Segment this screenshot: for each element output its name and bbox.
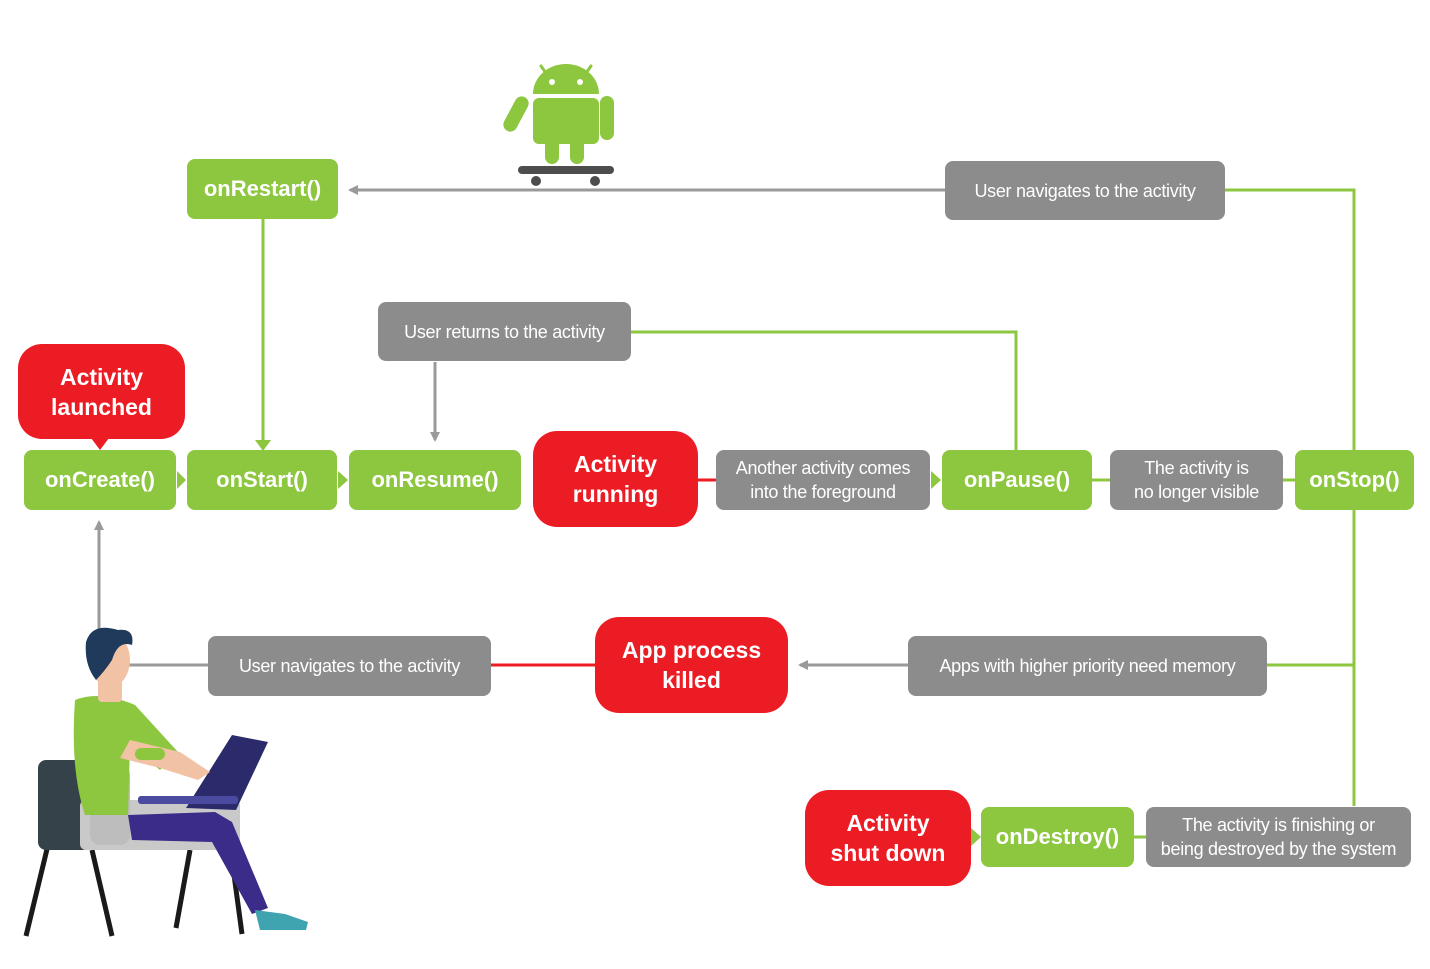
ondestroy-node: onDestroy() [981, 807, 1134, 867]
oncreate-label: onCreate() [44, 467, 155, 492]
onstop-node: onStop() [1295, 450, 1414, 510]
event-user-navigates-create: User navigates to the activity [208, 636, 491, 696]
event-no-longer-visible: The activity is no longer visible [1110, 450, 1283, 510]
activity-launched-pointer [91, 438, 109, 450]
state-app-process-killed: App process killed [595, 617, 788, 713]
gray-connectors [94, 185, 945, 670]
event-user-returns-label: User returns to the activity [404, 321, 605, 342]
onresume-node: onResume() [349, 450, 521, 510]
event-no-longer-visible-label: The activity is no longer visible [1134, 458, 1259, 502]
event-another-activity-label: Another activity comes into the foregrou… [735, 458, 911, 502]
event-finishing-label: The activity is finishing or being destr… [1160, 815, 1397, 859]
state-app-process-killed-label: App process killed [621, 637, 762, 693]
state-activity-shut-down: Activity shut down [805, 790, 971, 886]
state-activity-shut-down-label: Activity shut down [830, 810, 946, 866]
onrestart-label: onRestart() [203, 176, 322, 201]
red-connectors [491, 478, 716, 667]
event-finishing: The activity is finishing or being destr… [1146, 807, 1411, 867]
event-another-activity: Another activity comes into the foregrou… [716, 450, 930, 510]
event-higher-priority-label: Apps with higher priority need memory [939, 656, 1236, 676]
connector-onstop-to-navigates [1224, 188, 1356, 452]
connector-onpause-to-returns [630, 330, 1018, 452]
event-user-navigates-restart-label: User navigates to the activity [974, 180, 1196, 201]
onpause-label: onPause() [963, 467, 1071, 492]
onstart-node: onStart() [187, 450, 337, 510]
arrow-into-onstart-right [177, 471, 186, 489]
event-user-returns: User returns to the activity [378, 302, 631, 361]
ondestroy-label: onDestroy() [995, 824, 1120, 849]
onrestart-node: onRestart() [187, 159, 338, 219]
event-user-navigates-restart: User navigates to the activity [945, 161, 1225, 220]
arrow-into-onstart [255, 440, 271, 451]
state-activity-launched: Activity launched [18, 344, 185, 439]
state-activity-launched-label: Activity launched [51, 363, 152, 420]
state-activity-running-label: Activity running [572, 451, 659, 507]
state-activity-running: Activity running [533, 431, 698, 527]
person-with-laptop-illustration [23, 627, 308, 937]
event-higher-priority: Apps with higher priority need memory [908, 636, 1267, 696]
onstart-label: onStart() [216, 467, 308, 492]
android-robot-icon [503, 64, 614, 186]
onresume-label: onResume() [371, 467, 499, 492]
arrow-into-onresume [338, 471, 348, 489]
event-user-navigates-create-label: User navigates to the activity [238, 656, 461, 676]
onstop-label: onStop() [1309, 467, 1400, 492]
arrow-into-onpause [931, 471, 941, 489]
onpause-node: onPause() [942, 450, 1092, 510]
green-arrowheads [177, 440, 981, 846]
green-connectors [261, 188, 1356, 839]
oncreate-node: onCreate() [24, 450, 176, 510]
arrow-into-ondestroy [971, 828, 981, 846]
